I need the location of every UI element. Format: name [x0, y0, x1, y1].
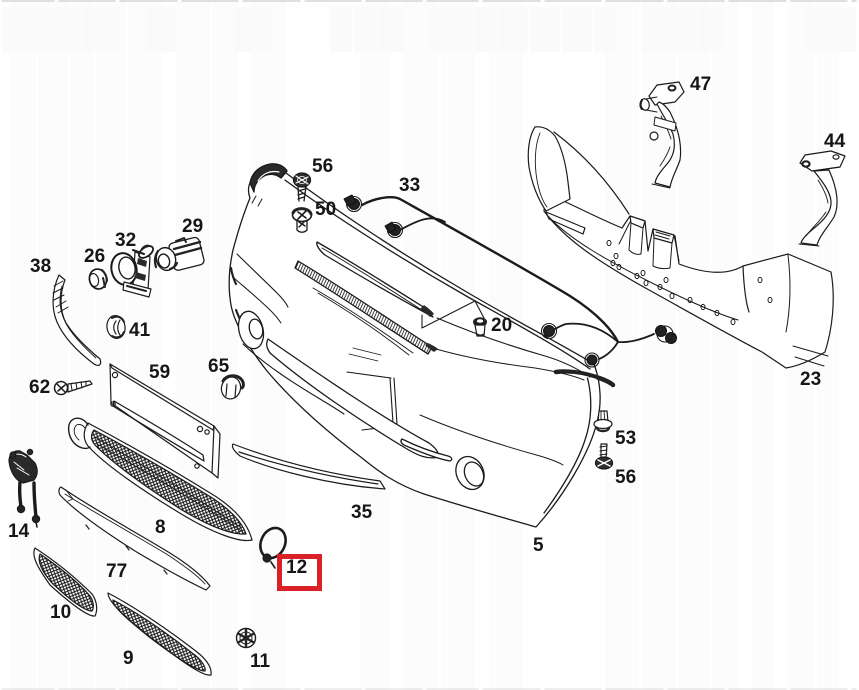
svg-text:12: 12	[286, 557, 307, 578]
svg-text:14: 14	[8, 521, 30, 542]
svg-text:26: 26	[84, 246, 105, 267]
svg-text:33: 33	[399, 175, 420, 196]
svg-text:8: 8	[155, 517, 166, 538]
svg-text:38: 38	[30, 256, 51, 277]
svg-text:5: 5	[533, 535, 544, 556]
svg-text:10: 10	[50, 602, 71, 623]
svg-text:62: 62	[29, 377, 50, 398]
svg-text:29: 29	[182, 216, 203, 237]
svg-text:53: 53	[615, 428, 636, 449]
svg-text:32: 32	[115, 230, 136, 251]
svg-text:50: 50	[315, 199, 336, 220]
svg-text:44: 44	[824, 131, 846, 152]
svg-text:65: 65	[208, 356, 230, 377]
svg-text:11: 11	[250, 651, 271, 672]
svg-text:23: 23	[800, 369, 821, 390]
svg-text:20: 20	[491, 315, 512, 336]
svg-text:35: 35	[351, 502, 373, 523]
svg-text:59: 59	[149, 362, 170, 383]
svg-text:9: 9	[123, 648, 134, 669]
svg-text:41: 41	[129, 320, 151, 341]
svg-text:56: 56	[615, 467, 636, 488]
svg-text:77: 77	[106, 561, 127, 582]
svg-text:56: 56	[312, 156, 333, 177]
svg-text:47: 47	[690, 74, 711, 95]
